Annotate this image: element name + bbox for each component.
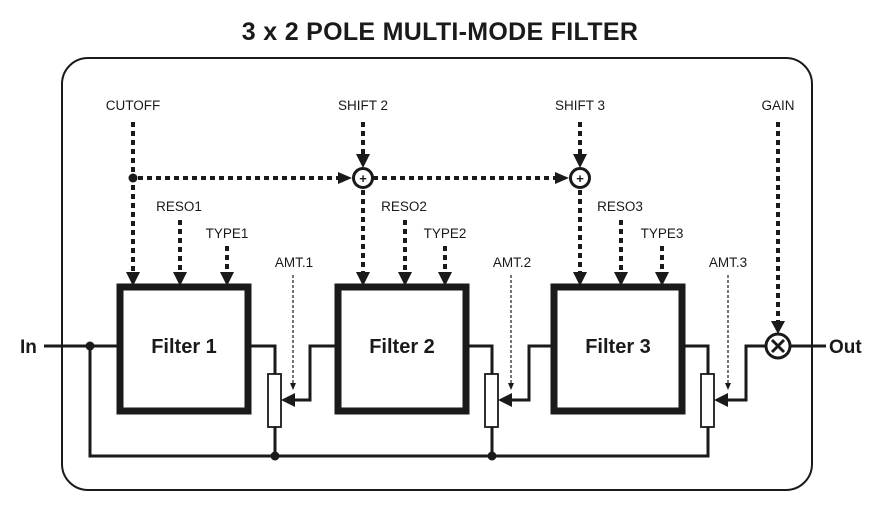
- shift3-label[interactable]: SHIFT 3: [555, 98, 605, 113]
- filter1-output-wire: [248, 344, 277, 374]
- cutoff-label[interactable]: CUTOFF: [106, 98, 161, 113]
- type1-arrow-icon: [220, 272, 234, 286]
- filter2-output-wire: [467, 344, 494, 374]
- pot2-wiper-arrow-icon: [498, 393, 512, 407]
- amt3-label[interactable]: AMT.3: [709, 255, 747, 270]
- filter3-cutoff-arrow-icon: [573, 272, 587, 286]
- filter-3-params: RESO3 TYPE3: [597, 199, 683, 286]
- shift2-control: SHIFT 2 +: [338, 98, 569, 286]
- amt2-label[interactable]: AMT.2: [493, 255, 531, 270]
- sum3-plus-icon: +: [576, 171, 584, 186]
- sum3-input-arrow-icon: [555, 172, 569, 184]
- sum2-plus-icon: +: [359, 171, 367, 186]
- pot-3[interactable]: [700, 373, 715, 428]
- reso3-arrow-icon: [614, 272, 628, 286]
- reso2-arrow-icon: [398, 272, 412, 286]
- filter-1-block[interactable]: Filter 1: [116, 283, 252, 415]
- bus-junction-1: [270, 451, 280, 461]
- amt1-label[interactable]: AMT.1: [275, 255, 313, 270]
- output-label: Out: [829, 337, 862, 358]
- multiply-icon-stroke-b: [770, 338, 786, 354]
- amount-controls: AMT.1 AMT.2 AMT.3: [275, 255, 747, 390]
- gain-control: GAIN: [761, 98, 795, 360]
- filter-2-label: Filter 2: [369, 336, 435, 358]
- filter-1-params: RESO1 TYPE1: [156, 199, 248, 286]
- filter-2-block[interactable]: Filter 2: [334, 283, 470, 415]
- reso1-label[interactable]: RESO1: [156, 199, 202, 214]
- pot3-wiper-wire: [722, 344, 766, 402]
- bus-line: [88, 346, 710, 458]
- shift2-label[interactable]: SHIFT 2: [338, 98, 388, 113]
- filter3-output-wire: [682, 344, 710, 374]
- pot3-wiper-arrow-icon: [714, 393, 728, 407]
- gain-arrow-icon: [771, 321, 785, 334]
- filter1-cutoff-arrow-icon: [126, 272, 140, 286]
- cutoff-junction: [128, 173, 138, 183]
- output-section: Out: [790, 337, 862, 358]
- reso3-label[interactable]: RESO3: [597, 199, 643, 214]
- amt2-arrow-icon: [508, 383, 514, 390]
- filter-3-label: Filter 3: [585, 336, 651, 358]
- pot1-wiper-wire: [289, 344, 337, 402]
- input-label: In: [20, 337, 37, 358]
- type1-label[interactable]: TYPE1: [206, 226, 249, 241]
- amt3-arrow-icon: [725, 383, 731, 390]
- filter-2-box[interactable]: [334, 283, 470, 415]
- sum2-input-arrow-icon: [338, 172, 352, 184]
- shift3-control: SHIFT 3 +: [555, 98, 605, 286]
- bus-junction-2: [487, 451, 497, 461]
- type2-label[interactable]: TYPE2: [424, 226, 467, 241]
- diagram-title: 3 x 2 POLE MULTI-MODE FILTER: [242, 18, 638, 46]
- filter-2-params: RESO2 TYPE2: [381, 199, 466, 286]
- amt1-arrow-icon: [290, 383, 296, 390]
- type3-label[interactable]: TYPE3: [641, 226, 684, 241]
- sum-node-2: [352, 167, 374, 189]
- shift3-arrow-icon: [573, 154, 587, 168]
- filter-1-label: Filter 1: [151, 336, 217, 358]
- reso1-arrow-icon: [173, 272, 187, 286]
- sum-node-3: [569, 167, 591, 189]
- shift2-arrow-icon: [356, 154, 370, 168]
- input-junction: [85, 341, 95, 351]
- gain-label[interactable]: GAIN: [761, 98, 794, 113]
- pot-2[interactable]: [484, 373, 499, 428]
- input-section: In: [20, 337, 120, 358]
- filter2-cutoff-arrow-icon: [356, 272, 370, 286]
- filter-3-box[interactable]: [550, 283, 686, 415]
- pot2-wiper-wire: [506, 344, 554, 402]
- module-frame: [61, 57, 813, 491]
- filter-1-box[interactable]: [116, 283, 252, 415]
- pot-1[interactable]: [267, 373, 282, 428]
- type2-arrow-icon: [438, 272, 452, 286]
- reso2-label[interactable]: RESO2: [381, 199, 427, 214]
- bottom-bus: [88, 346, 710, 461]
- type3-arrow-icon: [655, 272, 669, 286]
- pot1-wiper-arrow-icon: [281, 393, 295, 407]
- cutoff-control: CUTOFF: [106, 98, 352, 286]
- filter-3-block[interactable]: Filter 3: [550, 283, 686, 415]
